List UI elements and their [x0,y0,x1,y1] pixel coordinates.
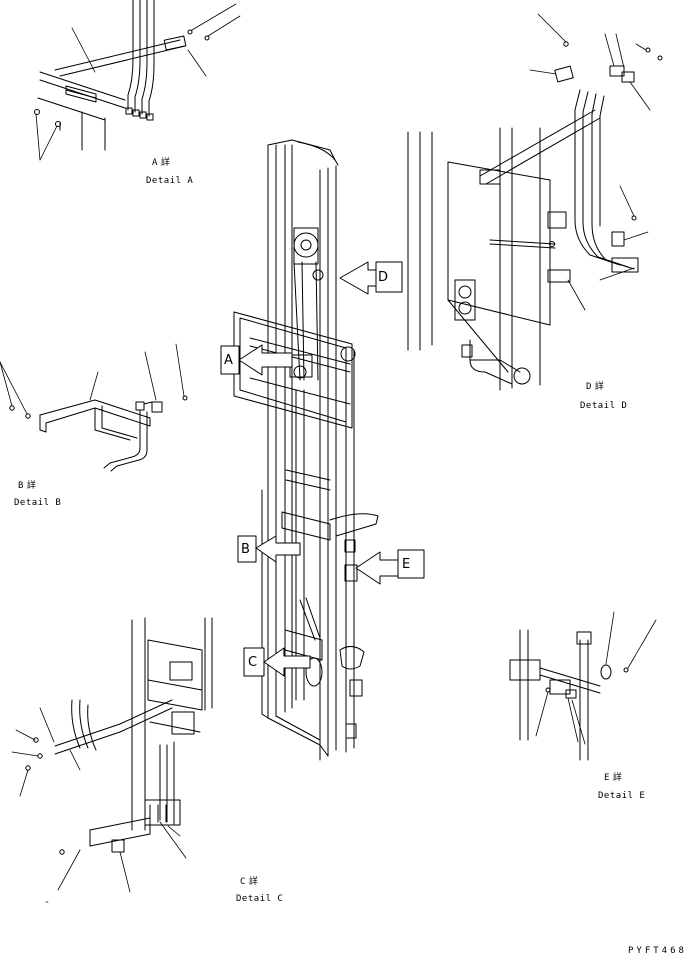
detail-b-caption: Detail B [14,498,62,508]
view-tag-e-letter: E [402,557,411,572]
detail-e-drawing [509,611,657,761]
detail-d-drawing [407,13,663,391]
view-tag-d-letter: D [378,270,389,285]
view-tag-a-letter: A [224,353,233,368]
view-tag-c-letter: C [248,655,258,670]
detail-e-caption: Detail E [598,791,646,801]
detail-d-caption: Detail D [580,401,628,411]
detail-c-drawing [11,617,213,903]
view-tag-b-letter: B [241,542,250,557]
tag-d-box [375,261,403,293]
detail-c-glyph: 詳 [248,877,259,887]
main-mast-drawing [233,139,379,761]
detail-a-glyph: 詳 [160,158,171,168]
detail-b-glyph: 詳 [26,481,37,491]
detail-d-glyph: 詳 [594,382,605,392]
detail-c-caption: Detail C [236,894,284,904]
detail-b-drawing [0,343,188,472]
tag-e-box [397,549,425,579]
view-tag-arrows [220,261,425,677]
tag-b-box [237,535,257,563]
detail-e-glyph: 詳 [612,773,623,783]
detail-a-caption: Detail A [146,176,194,186]
sheet-code: PYFT468 [628,946,687,955]
detail-a-drawing [34,0,241,161]
